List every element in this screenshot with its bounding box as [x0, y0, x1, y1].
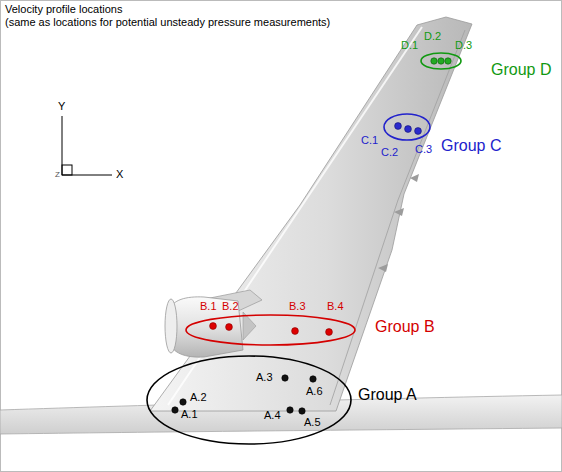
point-label: B.1	[200, 300, 217, 313]
group-ellipse: Group A	[146, 355, 352, 445]
axis-label: Y	[58, 100, 65, 113]
fairing	[394, 208, 404, 216]
ellipse-outline	[420, 52, 462, 70]
group-ellipse: Group B	[185, 314, 356, 346]
point-label: C.2	[381, 146, 398, 159]
engine-inlet	[165, 299, 177, 353]
ellipse	[147, 356, 351, 444]
pylon	[200, 290, 262, 312]
point-label: A.3	[256, 371, 273, 384]
point-label: B.3	[289, 300, 306, 313]
point-label: B.4	[327, 300, 344, 313]
point-label: A.5	[304, 416, 321, 429]
group-ellipse: Group C	[383, 113, 431, 141]
group-label: Group A	[358, 386, 417, 404]
point-label: D.1	[401, 39, 418, 52]
ellipse-outline	[185, 314, 356, 346]
ellipse	[384, 114, 430, 140]
diagram-title: Velocity profile locations	[5, 3, 122, 16]
group-label: Group C	[441, 137, 501, 155]
nacelle	[170, 297, 243, 357]
point-label: A.6	[306, 385, 323, 398]
flap-line	[330, 30, 465, 405]
ellipse	[421, 53, 461, 69]
point-label: C.3	[415, 143, 432, 156]
ellipse-outline	[146, 355, 352, 445]
axis-label: X	[116, 168, 123, 181]
wing-highlight	[168, 27, 422, 405]
group-ellipse: Group D	[420, 52, 462, 70]
ellipse	[186, 315, 355, 345]
point-label: A.2	[190, 391, 207, 404]
group-label: Group D	[491, 61, 551, 79]
point-label: D.2	[424, 30, 441, 43]
point-label: D.3	[455, 39, 472, 52]
fairing	[378, 264, 388, 272]
measurement-dots	[172, 58, 451, 414]
subtitle: (same as locations for potential unstead…	[5, 16, 330, 29]
fairing	[410, 174, 419, 182]
axis-label: Z	[55, 170, 60, 179]
group-label: Group B	[375, 318, 435, 336]
point-label: A.1	[181, 408, 198, 421]
point-label: C.1	[361, 134, 378, 147]
wing	[150, 17, 472, 411]
axis-triad	[62, 116, 112, 175]
point-label: A.4	[264, 409, 281, 422]
ellipse-outline	[383, 113, 431, 141]
point-label: B.2	[222, 300, 239, 313]
